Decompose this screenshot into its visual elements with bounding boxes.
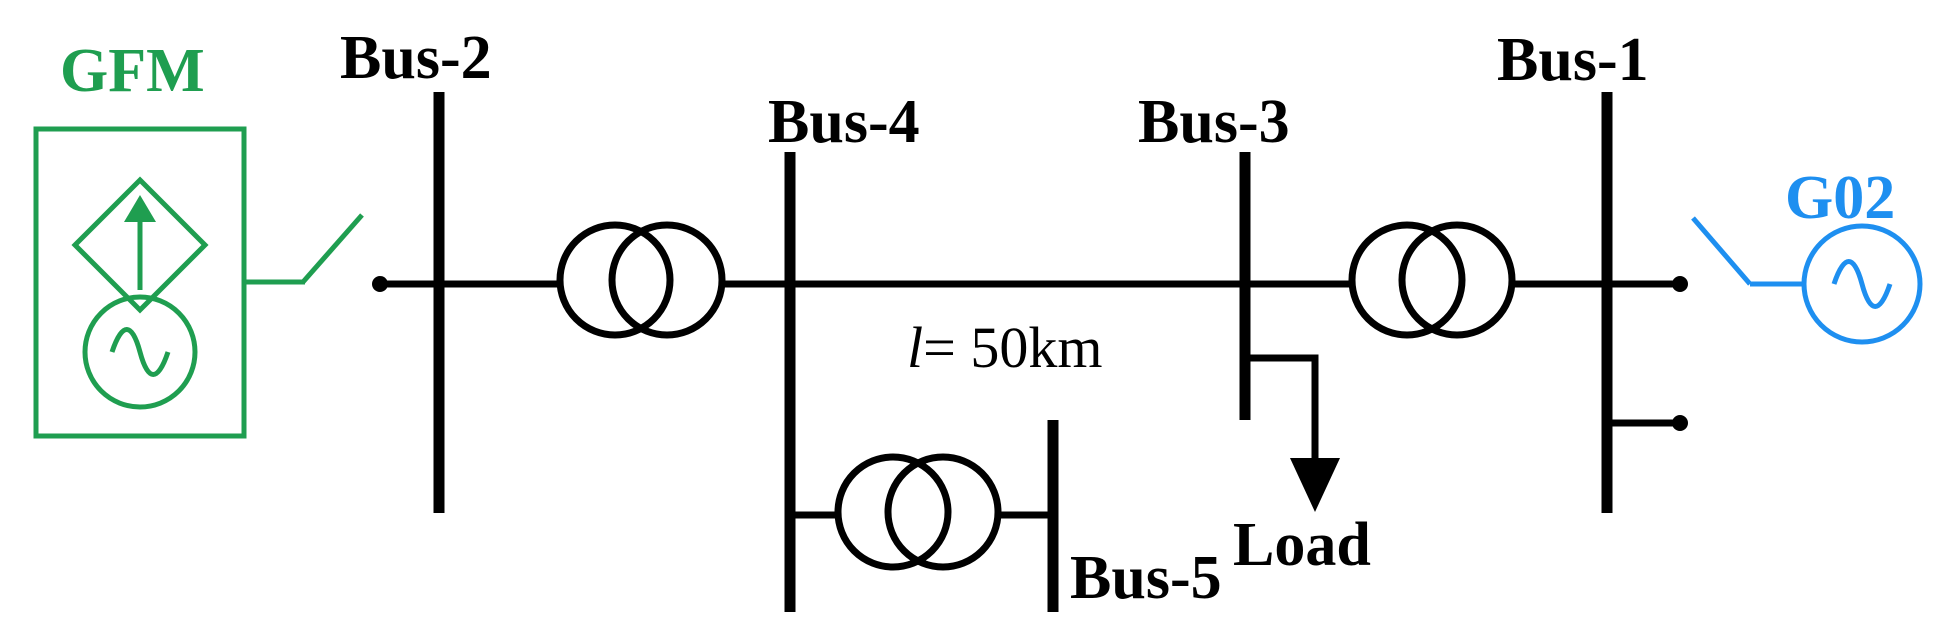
gfm-switch-blade: [301, 213, 364, 284]
gfm-sine-wave-icon: [109, 327, 171, 377]
bus1-label: Bus-1: [1497, 26, 1649, 94]
network: [372, 92, 1688, 612]
g02-sine-wave-icon: [1831, 259, 1893, 309]
controlled-source-diamond-icon: [71, 176, 209, 314]
g02-ac-source-icon: [1801, 223, 1923, 345]
g02-source: [1691, 216, 1923, 345]
transformer-1-winding-b: [608, 221, 726, 339]
transformer-3-winding-a: [1348, 221, 1466, 339]
transformer-1-winding-a: [556, 221, 674, 339]
bus2-label: Bus-2: [340, 24, 492, 92]
load-label: Load: [1233, 511, 1371, 579]
bus3-label: Bus-3: [1138, 88, 1290, 156]
bus4-label: Bus-4: [768, 88, 920, 156]
bus2-terminal-dot: [372, 276, 388, 292]
transformer-2-winding-b: [884, 453, 1002, 571]
bus5-label: Bus-5: [1070, 544, 1222, 612]
up-arrow-head-icon: [124, 195, 156, 222]
gfm-ac-source-icon: [82, 294, 198, 410]
gfm-source: [33, 126, 364, 439]
load-arrow-icon: [1290, 458, 1340, 512]
transformer-3-winding-b: [1398, 221, 1516, 339]
line-length-symbol: l: [907, 315, 923, 380]
bus1-terminal-dot: [1672, 276, 1688, 292]
line-length-label: l= 50km: [907, 315, 1102, 380]
g02-label: G02: [1785, 164, 1895, 232]
g02-switch-blade: [1691, 216, 1752, 286]
line-length-value: = 50km: [923, 315, 1102, 380]
transformer-2-winding-a: [834, 453, 952, 571]
bus1-spare-terminal-dot: [1672, 415, 1688, 431]
load-feeder: [1245, 354, 1319, 468]
gfm-label: GFM: [60, 37, 205, 105]
